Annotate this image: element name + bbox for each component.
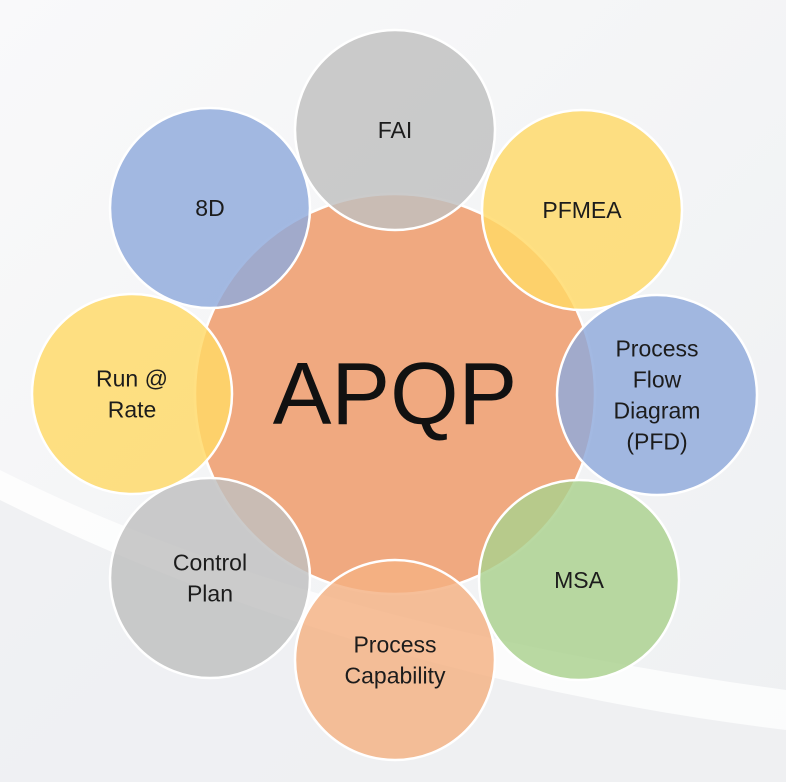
node-circle-process-flow-diagram [555,293,759,497]
node-circle-8d [108,106,312,310]
node-circle-pfmea [480,108,684,312]
node-run-at-rate: Run @ Rate [30,292,234,496]
node-label-pfmea-line-1: PFMEA [542,197,622,223]
node-label-process-capability-line-2: Capability [345,663,446,689]
node-pfmea: PFMEA [480,108,684,312]
node-circle-run-at-rate [30,292,234,496]
node-fai: FAI [293,28,497,232]
node-label-process-flow-diagram-line-1: Process [615,336,698,362]
node-circle-control-plan [108,476,312,680]
node-label-process-flow-diagram-line-2: Flow [633,367,682,393]
node-label-run-at-rate-line-1: Run @ [96,366,168,392]
node-label-msa-line-1: MSA [554,567,605,593]
node-circle-process-capability [293,558,497,762]
node-8d: 8D [108,106,312,310]
node-label-8d-line-1: 8D [195,195,224,221]
node-label-control-plan-line-2: Plan [187,581,233,607]
node-msa: MSA [477,478,681,682]
node-circle-fai [293,28,497,232]
center-circle-group: APQP [193,192,597,596]
node-label-control-plan-line-1: Control [173,550,247,576]
node-label-run-at-rate-line-2: Rate [108,397,157,423]
node-label-fai-line-1: FAI [378,117,413,143]
node-label-process-flow-diagram-line-3: Diagram [614,398,701,424]
node-circle-msa [477,478,681,682]
node-label-process-capability-line-1: Process [353,632,436,658]
background-swoosh-shade [0,500,786,782]
apqp-center-label: APQP [273,344,518,443]
node-label-process-flow-diagram-line-4: (PFD) [626,429,687,455]
node-circles: FAIPFMEAProcessFlowDiagram(PFD)MSAProces… [30,28,759,762]
